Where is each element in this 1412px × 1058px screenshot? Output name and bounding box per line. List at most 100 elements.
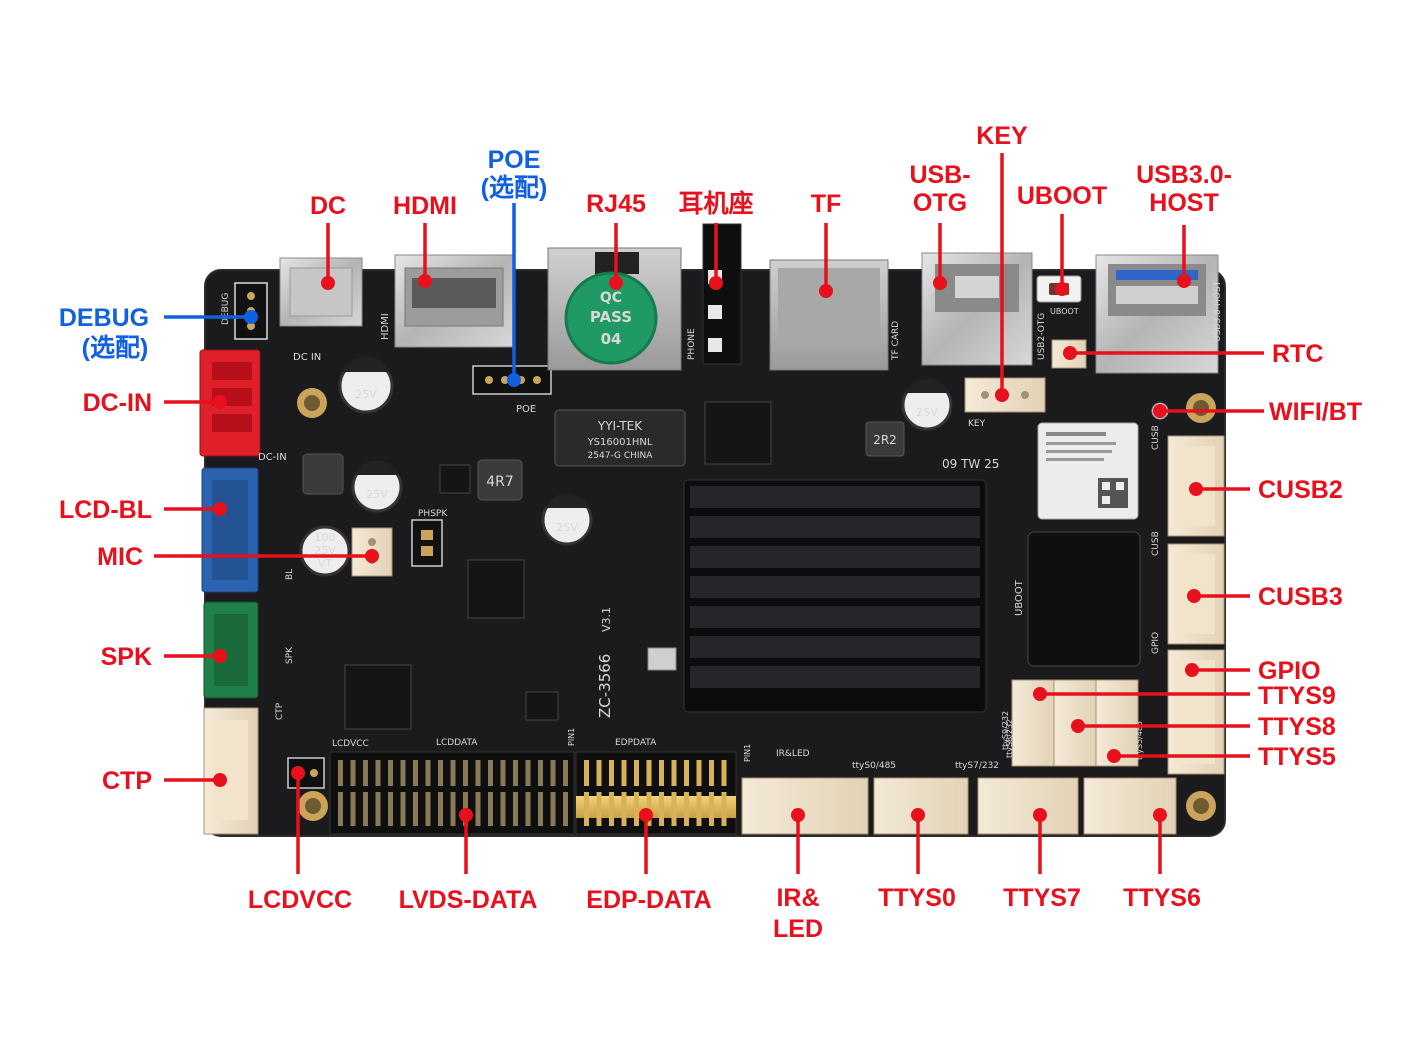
lvds-header-pin — [475, 760, 481, 786]
silk-usb3-host: USB3.0-HOST — [1213, 280, 1223, 342]
edp-header-pin — [634, 760, 639, 786]
lvds-header-pin — [363, 760, 368, 786]
lvds-header-pin — [488, 760, 493, 786]
label-spk: SPK — [101, 643, 152, 671]
capacitor-4-text: 25V — [556, 521, 578, 534]
transformer-brand-text: YYI-TEK — [597, 419, 643, 433]
silk-phspk: PHSPK — [418, 509, 448, 519]
label-ttys5: TTYS5 — [1258, 743, 1336, 771]
silk-spk: SPK — [285, 646, 295, 664]
silk-ttys0: ttyS0/485 — [852, 761, 896, 771]
label-earphone: 耳机座 — [678, 189, 753, 218]
edp-header-pin — [596, 792, 602, 826]
label-gpio: GPIO — [1258, 657, 1321, 685]
ttys7-connector — [977, 777, 1079, 835]
edp-header-pin — [709, 760, 714, 786]
usb-otg-connector — [921, 252, 1033, 366]
label-dc-in: DC-IN — [83, 389, 152, 417]
ethernet-phy-chip — [704, 401, 772, 465]
label-key: KEY — [976, 122, 1028, 150]
lvds-header-pin — [513, 760, 518, 786]
label-ttys9: TTYS9 — [1258, 682, 1336, 710]
label-tf: TF — [811, 190, 842, 218]
lvds-header-pin — [463, 760, 468, 786]
lvds-header-pin — [375, 760, 381, 786]
label-usb3-host-line2: HOST — [1149, 189, 1218, 217]
edp-header-pin — [721, 760, 727, 786]
label-debug-optional: (选配) — [82, 334, 149, 362]
label-lvds-data: LVDS-DATA — [399, 886, 538, 914]
lvds-header-pin — [350, 760, 356, 786]
earphone-jack — [702, 223, 742, 365]
lvds-header-pin — [538, 792, 543, 826]
silk-lcddata: LCDDATA — [436, 738, 478, 748]
leader-lines — [154, 153, 1264, 874]
ethernet-transformer: YYI-TEK YS16001HNL 2547-G CHINA — [554, 409, 686, 467]
edp-header-pin — [696, 792, 702, 826]
lvds-header-pin — [538, 760, 543, 786]
silk-ttys8: ttyS8/232 — [1005, 719, 1014, 758]
edp-header-pin — [646, 760, 652, 786]
edp-header-pin — [609, 792, 614, 826]
soc-aux-chip — [467, 559, 525, 619]
silk-lcdvcc: LCDVCC — [332, 739, 369, 749]
silk-hdmi: HDMI — [380, 313, 391, 340]
lvds-header-pin — [550, 760, 556, 786]
label-debug: DEBUG — [59, 304, 149, 332]
qc-number-text: 04 — [601, 330, 622, 348]
inductor-4r7-text: 4R7 — [486, 474, 514, 490]
lvds-header-pin — [413, 792, 418, 826]
memory-chip — [1027, 531, 1141, 667]
lvds-header-pin — [363, 792, 368, 826]
label-usb-otg-line1: USB- — [909, 161, 970, 189]
silk-key: KEY — [968, 419, 986, 429]
label-poe: POE — [488, 146, 541, 174]
edp-header-pin — [634, 792, 639, 826]
lvds-header-pin — [438, 760, 443, 786]
capacitor-1-text: 25V — [355, 388, 377, 401]
capacitor-3: 100 25V VT — [299, 525, 351, 577]
usb3-host-connector — [1095, 254, 1219, 374]
lvds-header-pin — [338, 760, 343, 786]
small-chip-2 — [525, 691, 559, 721]
edp-header-pin — [721, 792, 727, 826]
lvds-header-pin — [450, 792, 456, 826]
edp-header-pin — [709, 792, 714, 826]
lvds-header-pin — [400, 760, 406, 786]
lvds-header-pin — [375, 792, 381, 826]
qc-text: QC — [600, 290, 622, 306]
capacitor-5: 25V — [901, 378, 953, 431]
transformer-model-text: YS16001HNL — [587, 437, 653, 448]
lvds-header-pin — [388, 792, 393, 826]
silk-ttys9: ttyS9/232 — [1001, 711, 1010, 750]
capacitor-3-text-b: 25V — [314, 544, 336, 557]
inductor-2r2: 2R2 — [865, 421, 905, 457]
silk-bl: BL — [285, 569, 295, 580]
silk-uboot-side: UBOOT — [1014, 579, 1025, 616]
capacitor-5-text: 25V — [916, 406, 938, 419]
lvds-header-pin — [488, 792, 493, 826]
lvds-header-pin — [500, 792, 506, 826]
silk-uboot-top: UBOOT — [1050, 307, 1079, 316]
lvds-header-pin — [563, 760, 568, 786]
edp-header-pin — [671, 760, 677, 786]
edp-header-pin — [621, 760, 627, 786]
hdmi-connector — [394, 254, 514, 348]
label-cusb2: CUSB2 — [1258, 476, 1343, 504]
edp-header-pin — [609, 760, 614, 786]
small-chip-1 — [439, 464, 471, 494]
lvds-header-pin — [475, 792, 481, 826]
label-ttys7: TTYS7 — [1003, 884, 1081, 912]
edp-header-pin — [684, 760, 689, 786]
edp-header-pin — [671, 792, 677, 826]
inductor-4r7: 4R7 — [477, 459, 523, 501]
lvds-header-pin — [550, 792, 556, 826]
silk-poe: POE — [516, 404, 536, 415]
edp-header-pin — [596, 760, 602, 786]
label-rtc: RTC — [1272, 340, 1323, 368]
label-ctp: CTP — [102, 767, 152, 795]
capacitor-3-text-a: 100 — [315, 531, 336, 544]
codec-chip — [344, 664, 412, 730]
lvds-header-pin — [350, 792, 356, 826]
silkscreen: DEBUG DC IN DC-IN HDMI POE PHONE TF CARD… — [221, 280, 1223, 771]
